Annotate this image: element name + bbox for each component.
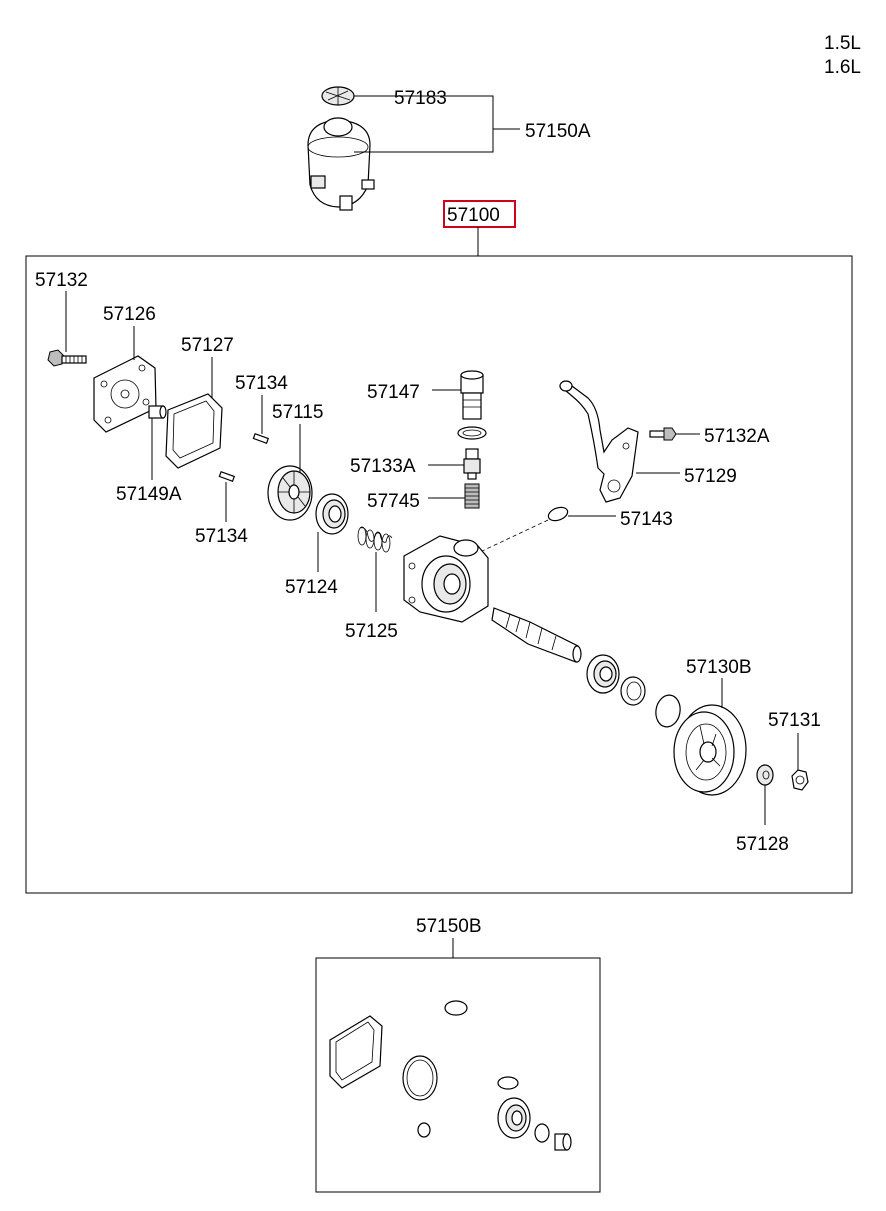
kit-o-ring-small[interactable] xyxy=(444,1000,468,1016)
pump-assembly-frame xyxy=(25,255,853,894)
suction-pipe-bracket-57129[interactable] xyxy=(559,380,639,503)
kit-bushing[interactable] xyxy=(554,1133,572,1151)
shaft-bearing[interactable] xyxy=(586,654,620,694)
gasket-57127[interactable] xyxy=(165,393,223,469)
kit-o-ring-mini[interactable] xyxy=(417,1122,431,1138)
label-57100[interactable]: 57100 xyxy=(447,205,500,226)
bolt-57132A[interactable] xyxy=(649,427,677,441)
drive-shaft[interactable] xyxy=(491,607,582,663)
label-57127[interactable]: 57127 xyxy=(181,335,234,356)
label-57149A[interactable]: 57149A xyxy=(116,484,182,505)
leader-57150A xyxy=(354,95,494,153)
label-57150B[interactable]: 57150B xyxy=(416,916,482,937)
label-57143[interactable]: 57143 xyxy=(620,509,673,530)
snap-ring[interactable] xyxy=(653,693,682,729)
pin-57134-lower[interactable] xyxy=(218,470,236,482)
label-57134-lower[interactable]: 57134 xyxy=(195,526,248,547)
reservoir-tank-57150A[interactable] xyxy=(307,117,375,211)
o-ring-fitting-inner xyxy=(462,429,482,437)
label-57183[interactable]: 57183 xyxy=(394,88,447,109)
label-57100-highlight xyxy=(443,200,516,228)
label-57124[interactable]: 57124 xyxy=(285,577,338,598)
spring-57125[interactable] xyxy=(357,526,393,553)
dash-line-57143 xyxy=(479,519,549,553)
label-57125[interactable]: 57125 xyxy=(345,621,398,642)
cam-ring-57115[interactable] xyxy=(267,465,313,521)
cover-plate-57126[interactable] xyxy=(93,355,157,433)
control-valve-57133A[interactable] xyxy=(463,448,481,480)
label-57134-upper[interactable]: 57134 xyxy=(235,373,288,394)
bolt-57132[interactable] xyxy=(47,349,87,367)
o-ring-fitting[interactable] xyxy=(457,426,487,440)
reservoir-cap-57183[interactable] xyxy=(321,86,355,106)
label-57132A[interactable]: 57132A xyxy=(704,426,770,447)
pin-57134-upper[interactable] xyxy=(252,432,270,444)
nut-57131[interactable] xyxy=(791,769,809,791)
pump-body[interactable] xyxy=(403,535,489,623)
bushing-57149A[interactable] xyxy=(148,405,167,419)
valve-spring-57745[interactable] xyxy=(464,483,480,509)
engine-variant-2: 1.6L xyxy=(824,57,861,78)
shaft-seal[interactable] xyxy=(620,676,646,706)
label-57115[interactable]: 57115 xyxy=(272,402,323,423)
seal-kit-frame xyxy=(315,957,601,1193)
label-57147[interactable]: 57147 xyxy=(367,382,420,403)
label-57126[interactable]: 57126 xyxy=(103,304,156,325)
label-57130B[interactable]: 57130B xyxy=(686,657,752,678)
kit-seal-ring[interactable] xyxy=(534,1123,550,1143)
bearing-57124[interactable] xyxy=(315,493,349,535)
o-ring-57143[interactable] xyxy=(547,505,570,523)
label-57150A[interactable]: 57150A xyxy=(525,121,591,142)
kit-o-ring-tiny[interactable] xyxy=(497,1076,519,1090)
label-57128[interactable]: 57128 xyxy=(736,834,789,855)
label-57131[interactable]: 57131 xyxy=(768,710,821,731)
union-fitting-57147[interactable] xyxy=(460,370,484,420)
label-57133A[interactable]: 57133A xyxy=(350,456,416,477)
pulley-57130B[interactable] xyxy=(673,704,747,796)
label-57129[interactable]: 57129 xyxy=(684,466,737,487)
kit-bearing-seal[interactable] xyxy=(497,1097,531,1139)
kit-gasket[interactable] xyxy=(329,1015,383,1089)
kit-o-ring-large[interactable] xyxy=(402,1055,438,1101)
engine-variant-1: 1.5L xyxy=(824,33,861,54)
label-57745[interactable]: 57745 xyxy=(367,491,420,512)
label-57132[interactable]: 57132 xyxy=(35,270,88,291)
washer-57128[interactable] xyxy=(756,764,774,786)
